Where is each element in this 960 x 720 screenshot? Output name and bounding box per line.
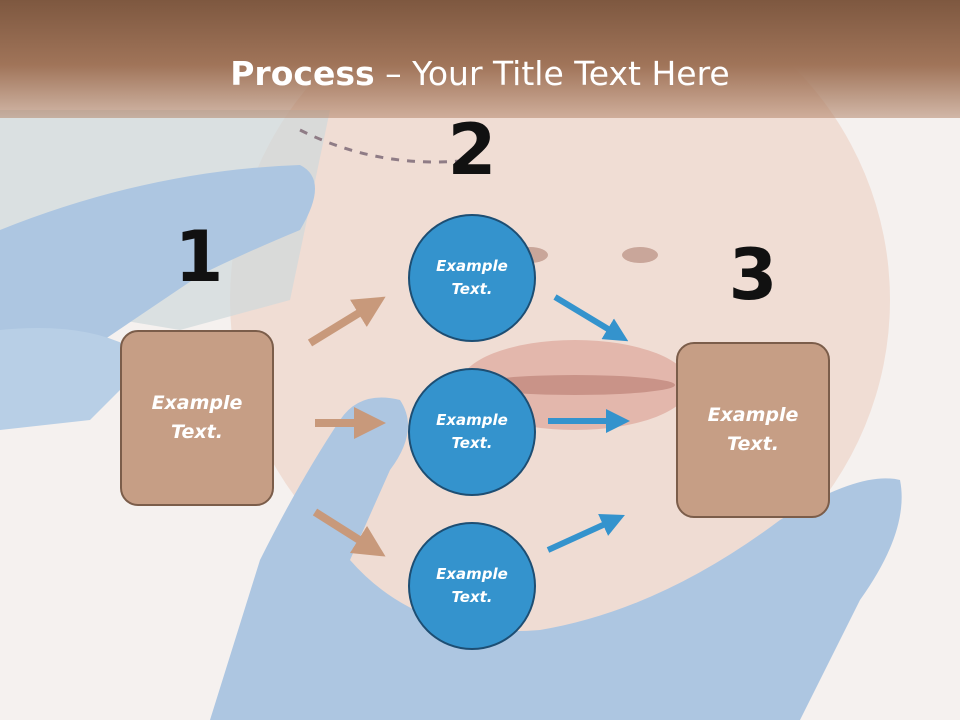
arrow-circle-bottom-to-box [546,514,625,553]
right-box-text: Example Text. [707,404,799,455]
slide-title: Process – Your Title Text Here [0,52,960,96]
circle-top: Example Text. [408,214,536,342]
left-box: Example Text. [120,330,274,506]
step-number-2: 2 [447,109,497,191]
title-bold: Process [230,54,375,93]
circle-top-text: Example Text. [436,257,508,298]
step-number-3: 3 [728,234,778,316]
circle-bottom-text: Example Text. [436,565,508,606]
arrow-box-to-circle-bottom [312,508,386,557]
circle-middle-text: Example Text. [436,411,508,452]
left-box-text: Example Text. [151,392,243,443]
arrow-box-to-circle-top [307,296,386,347]
circle-bottom: Example Text. [408,522,536,650]
title-rest: – Your Title Text Here [374,54,730,93]
circle-middle: Example Text. [408,368,536,496]
arrow-circle-top-to-box [553,294,629,342]
step-number-1: 1 [174,216,224,298]
title-bar [0,0,960,118]
right-box: Example Text. [676,342,830,518]
